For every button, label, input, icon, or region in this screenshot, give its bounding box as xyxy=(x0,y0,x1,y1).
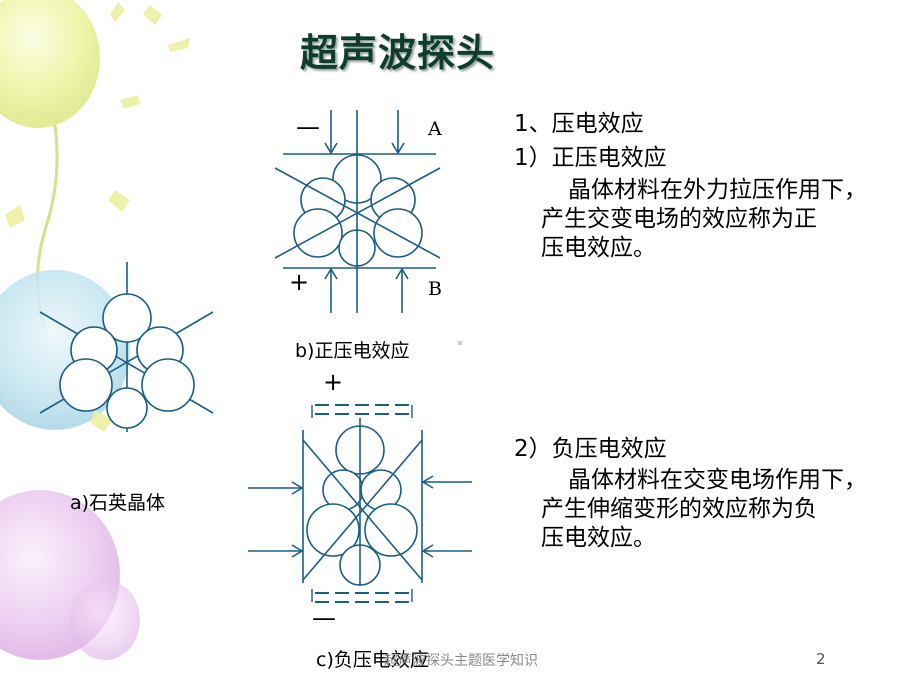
item1-line-2: 产生交变电场的效应称为正 xyxy=(541,206,817,232)
figure-c-caption: c)负压电效应 xyxy=(316,649,429,671)
figure-b-label-a: A xyxy=(428,118,442,140)
quartz-crystal-figure xyxy=(39,262,214,432)
figure-b-plus-sign: + xyxy=(289,268,310,296)
item2-line-3: 压电效应。 xyxy=(541,525,656,551)
item1-line-3: 压电效应。 xyxy=(541,235,656,261)
item2-line-2: 产生伸缩变形的效应称为负 xyxy=(541,496,817,522)
item2-line-1: 晶体材料在交变电场作用下， xyxy=(568,467,867,493)
item2-heading: 2）负压电效应 xyxy=(514,436,667,462)
item1-heading: 1）正压电效应 xyxy=(514,145,667,171)
page-title: 超声波探头 xyxy=(300,31,496,75)
direct-effect-figure xyxy=(274,110,441,313)
footer-text: 超声波探头主题医学知识 xyxy=(384,653,538,669)
section-heading: 1、压电效应 xyxy=(514,111,644,137)
figure-c-minus-sign: — xyxy=(312,604,336,632)
figure-c-plus-sign: + xyxy=(323,368,344,396)
figure-a-caption: a)石英晶体 xyxy=(70,492,166,514)
item1-line-1: 晶体材料在外力拉压作用下， xyxy=(568,177,867,203)
yellow-balloon xyxy=(0,0,100,128)
converse-effect-figure xyxy=(248,404,472,603)
page-number: 2 xyxy=(816,650,826,668)
figure-b-caption: b)正压电效应 xyxy=(295,340,410,362)
figure-b-minus-sign: — xyxy=(296,113,320,141)
figure-b-label-b: B xyxy=(428,278,442,300)
